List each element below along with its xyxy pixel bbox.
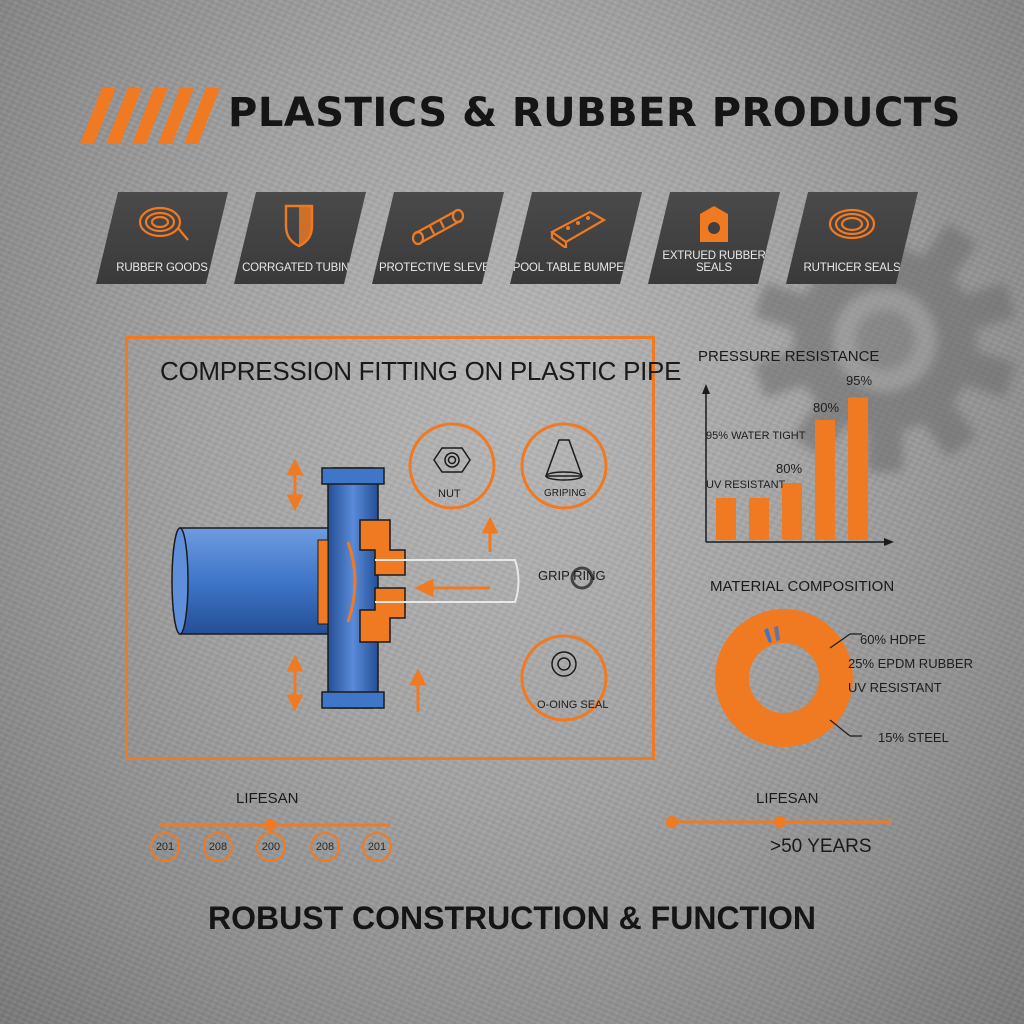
- category-protective-sleeves[interactable]: PROTECTIVE SLEVES: [372, 192, 504, 284]
- nut-icon: [433, 447, 471, 473]
- category-label: RUTHICER SEALS: [803, 262, 901, 274]
- lifespan-right-title: LIFESAN: [756, 790, 819, 807]
- category-label: POOL TABLE BUMPERS: [512, 262, 640, 274]
- bar-label-80a: 80%: [776, 461, 803, 476]
- sleeve-icon: [411, 208, 465, 246]
- diagram-panel: [125, 336, 655, 760]
- page-title: PLASTICS & RUBBER PRODUCTS: [228, 90, 961, 136]
- composition-item: 60% HDPE: [860, 632, 926, 647]
- category-label: CORRGATED TUBING: [242, 262, 358, 274]
- composition-donut: [715, 609, 862, 747]
- shield-icon: [284, 204, 314, 248]
- bar-label-80b: 80%: [813, 400, 840, 415]
- composition-item: 15% STEEL: [878, 730, 949, 745]
- compression-fitting-diagram: [171, 422, 608, 722]
- extruded-seal-icon: [700, 206, 728, 242]
- category-seals[interactable]: RUTHICER SEALS: [786, 192, 918, 284]
- nut-callout: [408, 422, 496, 510]
- bar-label-95: 95%: [846, 373, 873, 388]
- lifespan-right-timeline: [666, 816, 892, 828]
- pressure-bar: [716, 498, 736, 540]
- category-label: EXTRUED RUBBER SEALS: [662, 250, 766, 274]
- lifespan-left-title: LIFESAN: [236, 790, 299, 807]
- gripping-callout: [520, 422, 608, 510]
- category-label: PROTECTIVE SLEVES: [378, 262, 498, 274]
- diagram-title: COMPRESSION FITTING ON PLASTIC PIPE: [160, 356, 682, 386]
- category-extruded-rubber-seals[interactable]: EXTRUED RUBBER SEALS: [648, 192, 780, 284]
- upper-fitting: [359, 519, 406, 576]
- pressure-title: PRESSURE RESISTANCE: [698, 348, 880, 365]
- composition-item: 25% EPDM RUBBER: [848, 656, 973, 671]
- cone-icon: [544, 439, 584, 481]
- category-label: RUBBER GOODS: [116, 262, 208, 274]
- pressure-bar: [848, 397, 868, 540]
- category-rubber-goods[interactable]: RUBBER GOODS: [96, 192, 228, 284]
- water-tight-label: 95% WATER TIGHT: [706, 430, 806, 442]
- lifespan-year: 201: [362, 832, 392, 862]
- footer-tagline: ROBUST CONSTRUCTION & FUNCTION: [208, 900, 816, 936]
- lifespan-year: 208: [203, 832, 233, 862]
- pressure-bar: [815, 420, 835, 540]
- hazard-stripes-icon: [80, 88, 220, 144]
- grip-ring-label: GRIP RING: [538, 568, 606, 583]
- seal-rings-icon: [828, 208, 876, 240]
- pressure-bar: [749, 498, 769, 540]
- lifespan-year: 201: [150, 832, 180, 862]
- lifespan-year: 208: [310, 832, 340, 862]
- nut-label: NUT: [438, 488, 461, 500]
- lifespan-value: >50 YEARS: [770, 836, 872, 857]
- vertical-pipe: [327, 467, 379, 709]
- category-strip: RUBBER GOODS CORRGATED TUBING PROTECTIVE…: [96, 192, 918, 284]
- category-pool-table-bumpers[interactable]: POOL TABLE BUMPERS: [510, 192, 642, 284]
- lifespan-left-timeline: [160, 819, 390, 831]
- grip-ring-icon: [570, 566, 594, 590]
- oring-callout: [520, 634, 608, 722]
- rubber-coil-icon: [138, 206, 189, 241]
- oring-icon: [551, 651, 577, 677]
- orange-ring: [317, 539, 329, 625]
- pressure-chart: [702, 384, 894, 546]
- category-corrugated-tubing[interactable]: CORRGATED TUBING: [234, 192, 366, 284]
- pressure-bar: [782, 483, 802, 540]
- bumper-icon: [549, 210, 607, 248]
- gripping-label: GRIPING: [544, 488, 587, 499]
- composition-title: MATERIAL COMPOSITION: [710, 578, 895, 595]
- inserted-pipe-outline: [375, 559, 520, 603]
- uv-resistant-label: UV RESISTANT: [706, 479, 786, 491]
- main-pipe: [179, 527, 331, 635]
- oring-label: O-OING SEAL: [537, 699, 609, 711]
- lifespan-year: 200: [256, 832, 286, 862]
- composition-item: UV RESISTANT: [848, 680, 942, 695]
